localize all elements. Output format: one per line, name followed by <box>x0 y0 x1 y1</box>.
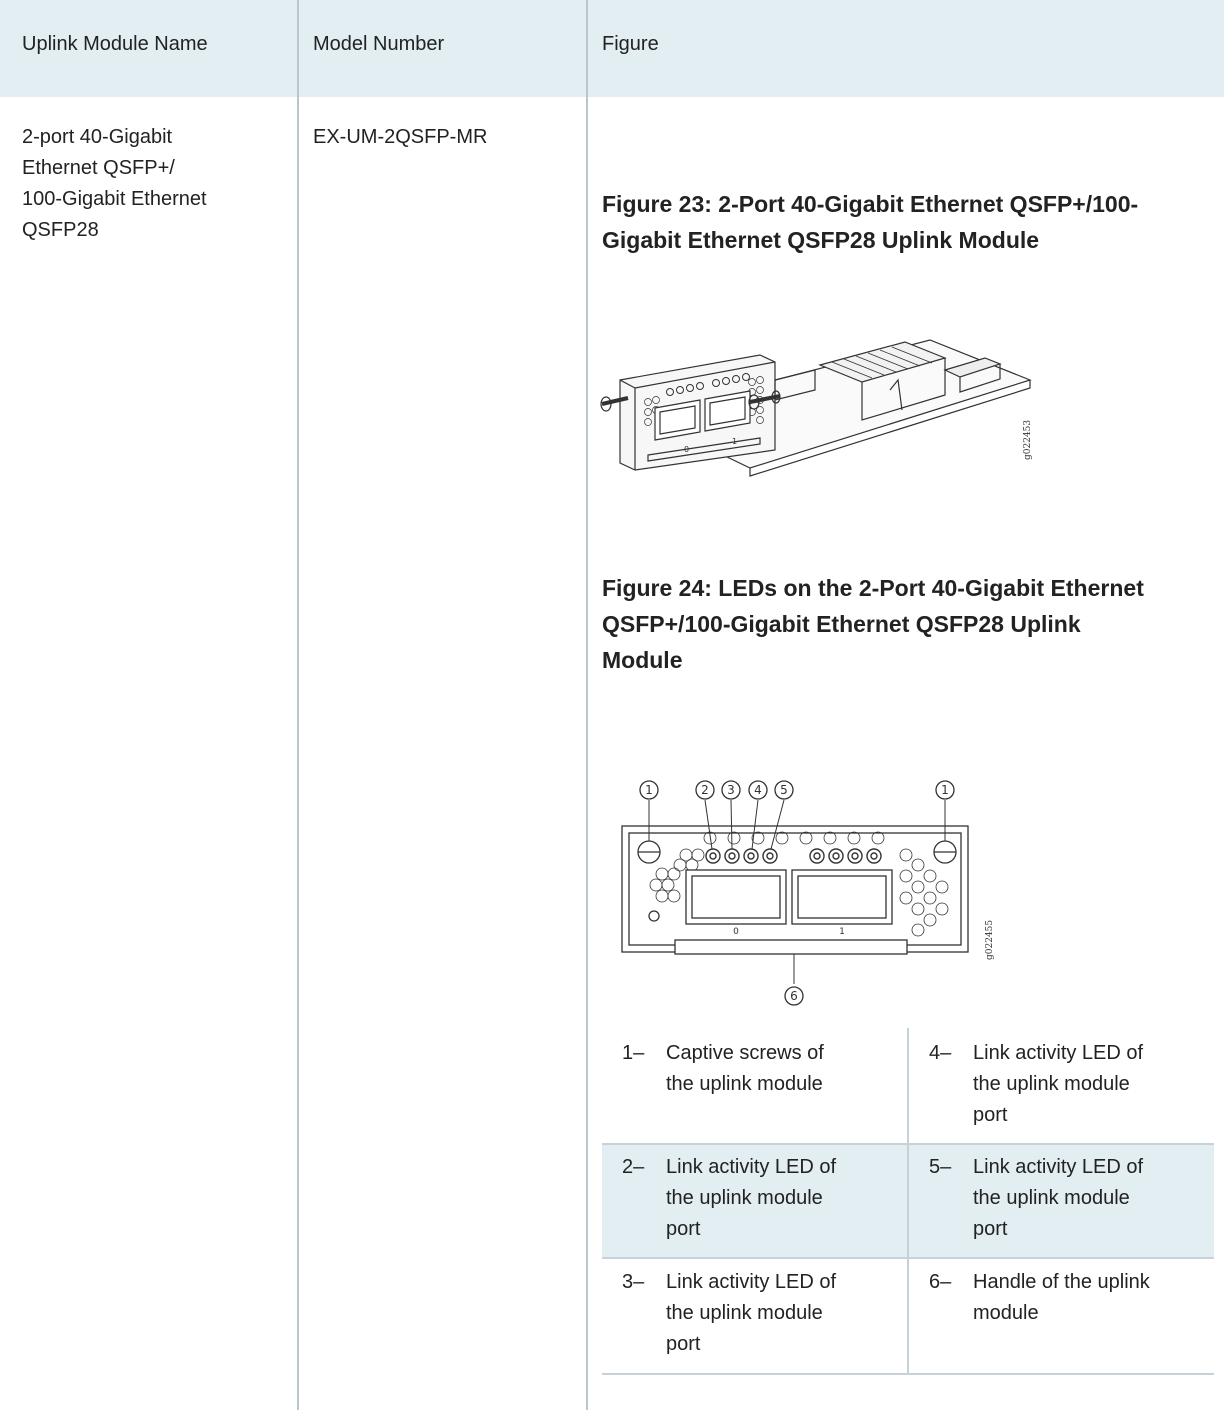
legend-number: 6– <box>929 1271 952 1293</box>
caption-line: Figure 24: LEDs on the 2-Port 40-Gigabit… <box>602 575 1144 601</box>
port-label: 0 <box>733 927 739 937</box>
model-number-cell: EX-UM-2QSFP-MR <box>313 126 488 148</box>
callout-number: 5 <box>780 783 788 797</box>
legend-description: Link activity LED of the uplink module p… <box>973 1152 1143 1245</box>
legend-line: Handle of the uplink <box>973 1271 1150 1293</box>
legend-line: port <box>973 1218 1008 1240</box>
callout-number: 1 <box>941 783 949 797</box>
uplink-module-isometric-illustration: 0 1 g022453 <box>600 339 1033 477</box>
name-line: 2-port 40-Gigabit <box>22 126 173 148</box>
callout-legend-table: 1– Captive screws of the uplink module 4… <box>602 1028 1214 1375</box>
port-label: 0 <box>684 445 689 454</box>
uplink-module-name-cell: 2-port 40-Gigabit Ethernet QSFP+/ 100-Gi… <box>22 122 207 246</box>
header-uplink-module-name: Uplink Module Name <box>22 33 208 55</box>
figure-24-caption: Figure 24: LEDs on the 2-Port 40-Gigabit… <box>602 570 1217 678</box>
legend-number: 3– <box>622 1271 645 1293</box>
table-header-row <box>0 0 1224 97</box>
callout-number: 1 <box>645 783 653 797</box>
legend-column-divider <box>907 1028 909 1373</box>
legend-line: Link activity LED of <box>973 1156 1144 1178</box>
legend-description: Handle of the uplink module <box>973 1267 1150 1329</box>
name-line: 100-Gigabit Ethernet <box>22 188 207 210</box>
callout-number: 2 <box>701 783 709 797</box>
legend-line: Captive screws of <box>666 1042 824 1064</box>
legend-line: port <box>666 1218 701 1240</box>
figure-id-label: g022453 <box>1023 420 1033 460</box>
port-label: 1 <box>732 437 737 446</box>
figure-id-label: g022455 <box>985 920 995 960</box>
header-model-number: Model Number <box>313 33 445 55</box>
callout-number: 4 <box>754 783 762 797</box>
legend-description: Link activity LED of the uplink module p… <box>973 1038 1143 1131</box>
legend-description: Link activity LED of the uplink module p… <box>666 1152 836 1245</box>
uplink-module-front-view-illustration: 1 2 3 4 5 1 6 0 1 g022455 <box>621 780 995 1006</box>
legend-line: port <box>973 1104 1008 1126</box>
legend-line: the uplink module <box>973 1187 1130 1209</box>
column-divider <box>297 0 299 1410</box>
legend-description: Link activity LED of the uplink module p… <box>666 1267 836 1360</box>
legend-line: port <box>666 1333 701 1355</box>
header-figure: Figure <box>602 33 659 55</box>
legend-line: module <box>973 1302 1039 1324</box>
figure-23-caption: Figure 23: 2-Port 40-Gigabit Ethernet QS… <box>602 186 1217 258</box>
legend-number: 2– <box>622 1156 645 1178</box>
legend-row-divider <box>602 1373 1214 1375</box>
legend-number: 4– <box>929 1042 952 1064</box>
callout-number: 3 <box>727 783 735 797</box>
legend-line: Link activity LED of <box>973 1042 1144 1064</box>
legend-line: Link activity LED of <box>666 1156 837 1178</box>
legend-number: 5– <box>929 1156 952 1178</box>
column-divider <box>586 0 588 1410</box>
caption-line: QSFP+/100-Gigabit Ethernet QSFP28 Uplink <box>602 611 1081 637</box>
name-line: Ethernet QSFP+/ <box>22 157 175 179</box>
name-line: QSFP28 <box>22 219 99 241</box>
caption-line: Module <box>602 647 683 673</box>
legend-line: the uplink module <box>666 1302 823 1324</box>
legend-number: 1– <box>622 1042 645 1064</box>
legend-line: the uplink module <box>666 1073 823 1095</box>
caption-line: Gigabit Ethernet QSFP28 Uplink Module <box>602 227 1040 253</box>
legend-line: the uplink module <box>973 1073 1130 1095</box>
legend-line: the uplink module <box>666 1187 823 1209</box>
callout-number: 6 <box>790 989 798 1003</box>
legend-description: Captive screws of the uplink module <box>666 1038 824 1100</box>
caption-line: Figure 23: 2-Port 40-Gigabit Ethernet QS… <box>602 191 1139 217</box>
legend-line: Link activity LED of <box>666 1271 837 1293</box>
port-label: 1 <box>839 927 845 937</box>
